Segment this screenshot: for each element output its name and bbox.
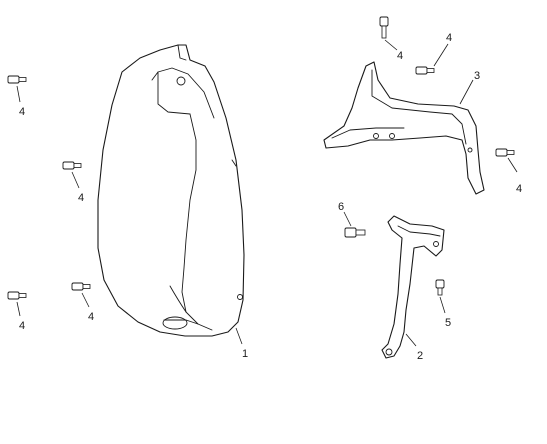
bolt-6[interactable] bbox=[344, 227, 366, 238]
part-3-bracket[interactable] bbox=[323, 61, 485, 195]
bolt-4-b[interactable] bbox=[62, 161, 82, 170]
leader-lines bbox=[16, 39, 518, 347]
callout-4-e: 4 bbox=[397, 50, 403, 62]
callout-4-f: 4 bbox=[446, 32, 452, 44]
bolt-4-a[interactable] bbox=[7, 75, 27, 84]
callout-1: 1 bbox=[242, 348, 248, 360]
bolt-5[interactable] bbox=[435, 279, 445, 296]
bolt-4-g[interactable] bbox=[495, 148, 515, 157]
bolt-4-d[interactable] bbox=[71, 282, 91, 291]
bolt-4-f[interactable] bbox=[415, 66, 435, 75]
callout-5: 5 bbox=[445, 317, 451, 329]
callout-6: 6 bbox=[338, 201, 344, 213]
callout-4-c: 4 bbox=[19, 320, 25, 332]
part-1-side-cover[interactable] bbox=[97, 44, 245, 337]
callout-4-b: 4 bbox=[78, 192, 84, 204]
callout-4-d: 4 bbox=[88, 311, 94, 323]
callout-4-a: 4 bbox=[19, 106, 25, 118]
bolt-4-e[interactable] bbox=[379, 16, 389, 39]
callout-3: 3 bbox=[474, 70, 480, 82]
part-2-bracket[interactable] bbox=[381, 215, 445, 359]
bolt-4-c[interactable] bbox=[7, 291, 27, 300]
callout-4-g: 4 bbox=[516, 183, 522, 195]
callout-2: 2 bbox=[417, 350, 423, 362]
